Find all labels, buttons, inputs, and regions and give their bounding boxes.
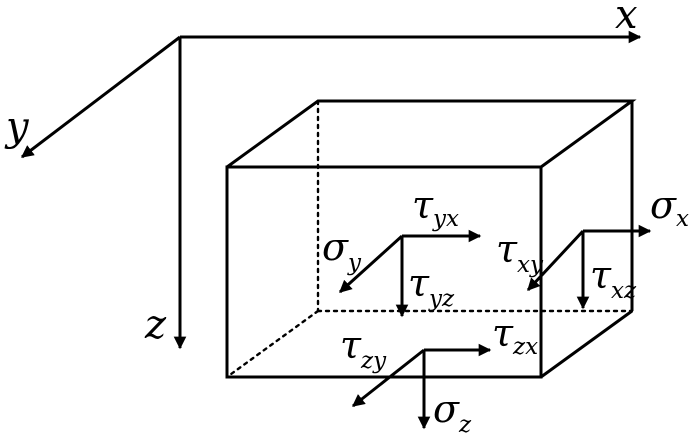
tau-zy-arrow <box>352 348 425 408</box>
tau-zx-label: τzx <box>492 311 538 360</box>
tau-xy-label: τxy <box>496 227 544 278</box>
box-top-face <box>226 99 637 169</box>
stress-element-box <box>225 99 637 379</box>
x-face-stresses: σx τxy τxz <box>496 183 689 310</box>
y-face-stresses: τyx σy τyz <box>322 183 482 318</box>
tau-xz-label: τxz <box>590 253 637 304</box>
z-axis-label: z <box>144 302 167 348</box>
sigma-y-label: σy <box>322 225 362 276</box>
coordinate-axes: x y z <box>4 0 642 350</box>
sigma-z-label: σz <box>433 387 472 438</box>
box-front-face <box>225 165 543 379</box>
tau-yx-label: τyx <box>412 183 459 232</box>
y-axis <box>20 35 181 159</box>
y-axis-label: y <box>4 104 30 150</box>
tau-yz-label: τyz <box>408 261 455 312</box>
x-axis-label: x <box>615 0 638 38</box>
sigma-y-arrow <box>338 234 404 294</box>
z-face-stresses: τzx τzy σz <box>340 311 538 438</box>
tau-zy-label: τzy <box>340 323 387 374</box>
box-bottom-right-edge <box>540 309 633 379</box>
sigma-x-label: σx <box>650 183 689 232</box>
tau-xy-arrow <box>526 229 585 292</box>
hidden-edge-diagonal <box>225 309 320 379</box>
